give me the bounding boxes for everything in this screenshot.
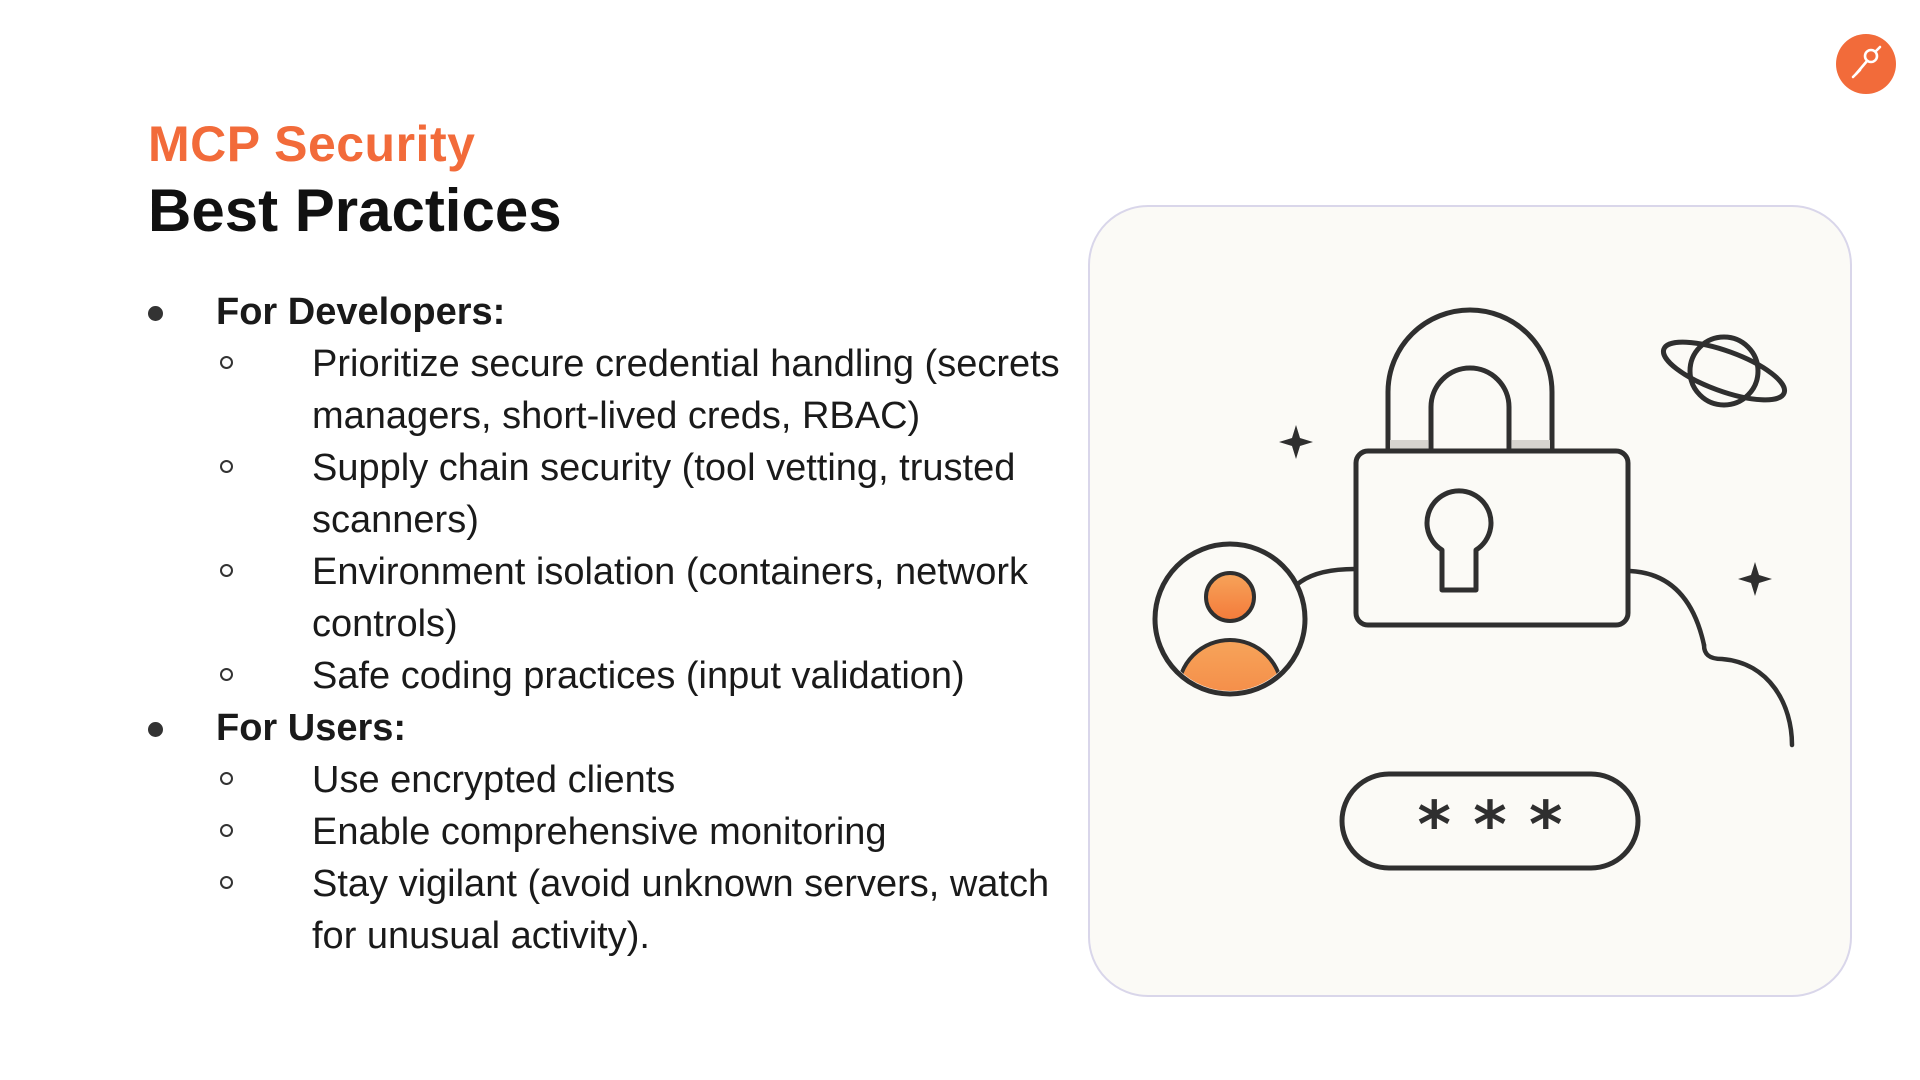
- security-illustration-card: * * *: [1088, 205, 1852, 997]
- bullet-circle-icon: [220, 356, 233, 369]
- section-label: For Developers:: [216, 291, 506, 333]
- developer-practices: Prioritize secure credential handling (s…: [216, 338, 1080, 702]
- list-item: Safe coding practices (input validation): [216, 650, 1096, 702]
- bullet-circle-icon: [220, 772, 233, 785]
- section-developers: For Developers:: [140, 286, 1080, 338]
- slide-title: Best Practices: [148, 177, 562, 244]
- bullet-circle-icon: [220, 668, 233, 681]
- list-item: Enable comprehensive monitoring: [216, 806, 1096, 858]
- section-users: For Users:: [140, 702, 1080, 754]
- password-field: * * *: [1339, 771, 1641, 871]
- user-avatar-icon: [1152, 541, 1308, 697]
- list-item-text: Enable comprehensive monitoring: [312, 811, 887, 853]
- list-item-text: Use encrypted clients: [312, 759, 676, 801]
- list-item-text: Stay vigilant (avoid unknown servers, wa…: [312, 863, 1050, 957]
- security-illustration: * * *: [1152, 307, 1795, 871]
- slide-subtitle: MCP Security: [148, 116, 476, 172]
- list-item: Environment isolation (containers, netwo…: [216, 546, 1096, 650]
- list-item-text: Safe coding practices (input validation): [312, 655, 965, 697]
- bullet-dot-icon: [148, 306, 163, 321]
- sparkle-icon: [1738, 562, 1772, 596]
- bullet-circle-icon: [220, 460, 233, 473]
- list-item-text: Supply chain security (tool vetting, tru…: [312, 447, 1016, 541]
- padlock-icon: [1353, 307, 1631, 628]
- bullet-circle-icon: [220, 564, 233, 577]
- bullet-circle-icon: [220, 824, 233, 837]
- list-item: Use encrypted clients: [216, 754, 1096, 806]
- astronaut-logo-icon: [1851, 45, 1882, 79]
- section-label: For Users:: [216, 707, 407, 749]
- user-practices: Use encrypted clients Enable comprehensi…: [216, 754, 1080, 962]
- list-item: Stay vigilant (avoid unknown servers, wa…: [216, 858, 1096, 962]
- list-item: Supply chain security (tool vetting, tru…: [216, 442, 1096, 546]
- list-item: Prioritize secure credential handling (s…: [216, 338, 1096, 442]
- bullet-dot-icon: [148, 722, 163, 737]
- bullet-circle-icon: [220, 876, 233, 889]
- sparkle-icon: [1279, 425, 1313, 459]
- best-practices-list: For Developers: Prioritize secure creden…: [140, 286, 1080, 962]
- list-item-text: Environment isolation (containers, netwo…: [312, 551, 1029, 645]
- title-block: MCP Security Best Practices: [148, 112, 562, 246]
- list-item-text: Prioritize secure credential handling (s…: [312, 343, 1060, 437]
- planet-icon: [1660, 334, 1788, 408]
- password-mask: * * *: [1418, 789, 1563, 863]
- brand-logo: [1836, 34, 1896, 94]
